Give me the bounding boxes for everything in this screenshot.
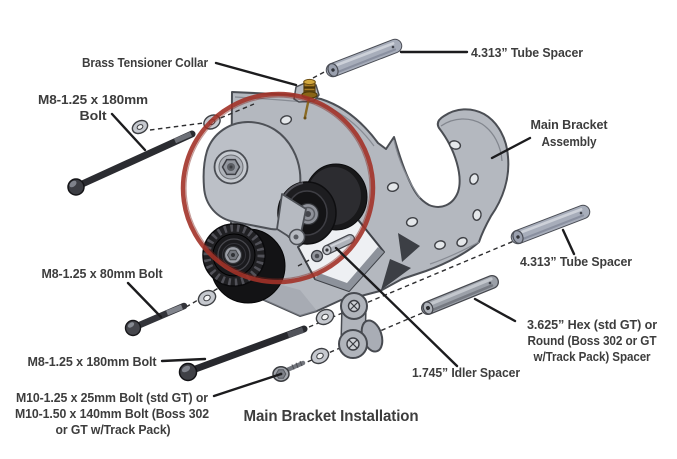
idler-hub: [223, 245, 243, 265]
leader-brass-collar: [214, 61, 298, 87]
red-highlight-ellipse: [180, 91, 376, 285]
tube-spacer-right-part: [510, 204, 591, 245]
label-hex-spacer-line1: 3.625” Hex (std GT) or: [527, 317, 657, 332]
tensioner-arm: [202, 121, 302, 231]
bolt-m10-part: [272, 360, 306, 382]
label-tube-spacer-right: 4.313” Tube Spacer: [520, 254, 632, 269]
socket-screw: [310, 249, 324, 263]
label-m8-180-bottom: M8-1.25 x 180mm Bolt: [28, 354, 158, 369]
label-hex-spacer-line2: Round (Boss 302 or GT: [528, 333, 657, 348]
arm-clevis: [276, 193, 324, 263]
bolt-m8-180-top-part: [67, 130, 196, 196]
leader-main-bracket-assembly: [490, 136, 532, 160]
hook-inner-edge-line: [440, 118, 503, 162]
ribbed-rim: [203, 224, 265, 286]
bracket-foot: [338, 292, 384, 359]
washer: [315, 308, 335, 326]
diagram-caption: Main Bracket Installation: [244, 408, 419, 425]
leader-hex-spacer: [473, 297, 517, 323]
idler-pulley: [202, 223, 286, 304]
hex-spacer-part: [421, 275, 499, 315]
leader-tube-spacer-right: [561, 228, 576, 256]
arm-pivot-boss: [213, 149, 249, 185]
washer: [310, 347, 330, 365]
axis-long-bolt: [308, 240, 515, 328]
phillips-hole-upper: [347, 299, 361, 313]
label-brass-tensioner-collar: Brass Tensioner Collar: [82, 55, 208, 70]
washer: [197, 289, 217, 307]
leader-idler-spacer: [334, 246, 459, 368]
bottom-edge-line: [429, 241, 480, 265]
axis-collar: [312, 69, 329, 79]
label-m10-line3: or GT w/Track Pack): [56, 422, 171, 437]
leader-m8-80: [126, 281, 163, 319]
label-m8-180-top-line1: M8-1.25 x 180mm: [38, 92, 148, 107]
label-tube-spacer-top: 4.313” Tube Spacer: [471, 45, 583, 60]
label-hex-spacer-line3: w/Track Pack) Spacer: [533, 349, 651, 364]
bracket-holes: [279, 115, 482, 250]
leader-lines: [110, 50, 576, 398]
tensioner-pulley: [277, 163, 368, 245]
bolt-m8-180-bottom-part: [178, 325, 308, 382]
label-m8-180-top-line2: Bolt: [80, 108, 108, 123]
mouth-edge-line: [393, 139, 421, 199]
leader-m8-180-top: [110, 112, 147, 152]
label-main-bracket-assembly-line1: Main Bracket: [531, 117, 609, 132]
triangle-cutout-upper: [398, 233, 420, 262]
washer: [131, 119, 149, 135]
idler-spacer-part: [322, 234, 355, 256]
label-idler-spacer: 1.745” Idler Spacer: [412, 365, 520, 380]
label-m8-80: M8-1.25 x 80mm Bolt: [42, 266, 164, 281]
label-m10-line2: M10-1.50 x 140mm Bolt (Boss 302: [15, 406, 209, 421]
phillips-hole-lower: [346, 337, 360, 351]
red-highlight-inner: [185, 96, 371, 280]
label-main-bracket-assembly-line2: Assembly: [542, 134, 598, 149]
leader-m8-180-bottom: [160, 357, 207, 363]
triangle-cutout-lower: [381, 259, 411, 290]
tube-spacer-top-part: [325, 38, 403, 78]
label-m10-line1: M10-1.25 x 25mm Bolt (std GT) or: [16, 390, 208, 405]
leader-m10: [212, 372, 283, 398]
